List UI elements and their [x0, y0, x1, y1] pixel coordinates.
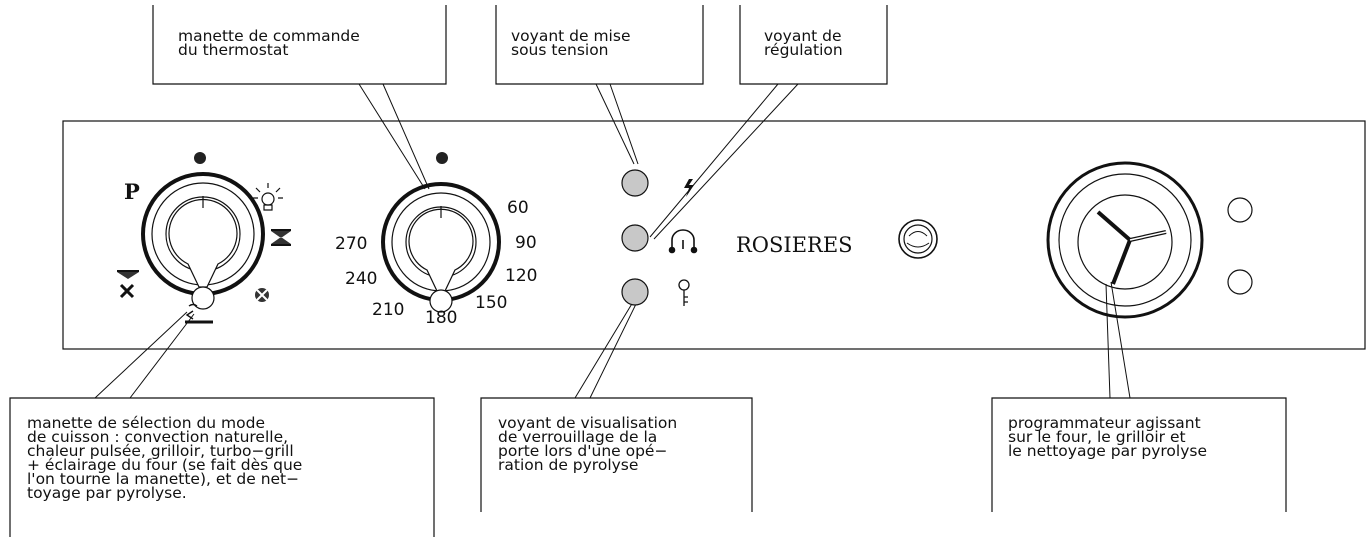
callout-mode-selector: manette de sélection du mode de cuisson … [27, 414, 303, 502]
key-icon [678, 279, 690, 306]
leader-mode-selector [94, 311, 195, 399]
leader-lines [94, 83, 1131, 399]
callout-thermostat-knob: manette de commande du thermostat [178, 27, 360, 59]
thermostat-tick-240: 240 [345, 269, 377, 289]
callout-box-mode-selector [9, 397, 435, 537]
leader-regulation [649, 83, 799, 240]
fan-grill-icon [117, 270, 139, 299]
fan-icon [255, 288, 269, 302]
leader-power [595, 83, 639, 165]
thermostat-tick-270: 270 [335, 234, 367, 254]
callout-box-lock [480, 397, 753, 512]
leader-thermostat [358, 83, 430, 190]
regulation-icon [668, 229, 698, 254]
bottom-heat-icon [271, 229, 291, 246]
thermostat-tick-90: 90 [515, 233, 537, 253]
programmer-button-top[interactable] [1227, 197, 1253, 223]
control-panel [62, 120, 1366, 350]
thermostat-knob[interactable] [381, 182, 501, 313]
grill-icon [185, 303, 213, 324]
power-indicator-light [621, 169, 649, 197]
callout-box-power [495, 5, 704, 85]
callout-programmer: programmateur agissant sur le four, le g… [1008, 414, 1207, 460]
thermostat-tick-210: 210 [372, 300, 404, 320]
callout-power-light: voyant de mise sous tension [511, 27, 631, 59]
callout-lock-light: voyant de visualisation de verrouillage … [498, 414, 678, 474]
brand-logo-icon [898, 219, 938, 259]
mode-knob-p-label: P [124, 179, 140, 204]
mode-selector-knob[interactable] [141, 172, 265, 310]
programmer-button-bottom[interactable] [1227, 269, 1253, 295]
leader-lock [574, 301, 638, 399]
thermostat-scale: 60 90 120 150 180 210 240 270 [335, 198, 537, 328]
callout-box-programmer [991, 397, 1287, 512]
thermostat-tick-120: 120 [505, 266, 537, 286]
regulation-indicator-light [621, 224, 649, 252]
lock-indicator-light [621, 278, 649, 306]
callout-box-regulation [739, 5, 888, 85]
lightning-icon [684, 179, 694, 197]
thermostat-indicator-dot [436, 152, 448, 164]
callout-box-thermostat [152, 5, 447, 85]
brand-name: ROSIERES [736, 233, 853, 257]
thermostat-tick-60: 60 [507, 198, 529, 218]
thermostat-tick-180: 180 [425, 308, 457, 328]
bulb-icon [253, 183, 283, 211]
callout-regulation-light: voyant de régulation [764, 27, 843, 59]
thermostat-tick-150: 150 [475, 293, 507, 313]
leader-programmer [1105, 281, 1131, 399]
programmer-clock[interactable] [1046, 161, 1204, 319]
mode-knob-indicator-dot [194, 152, 206, 164]
